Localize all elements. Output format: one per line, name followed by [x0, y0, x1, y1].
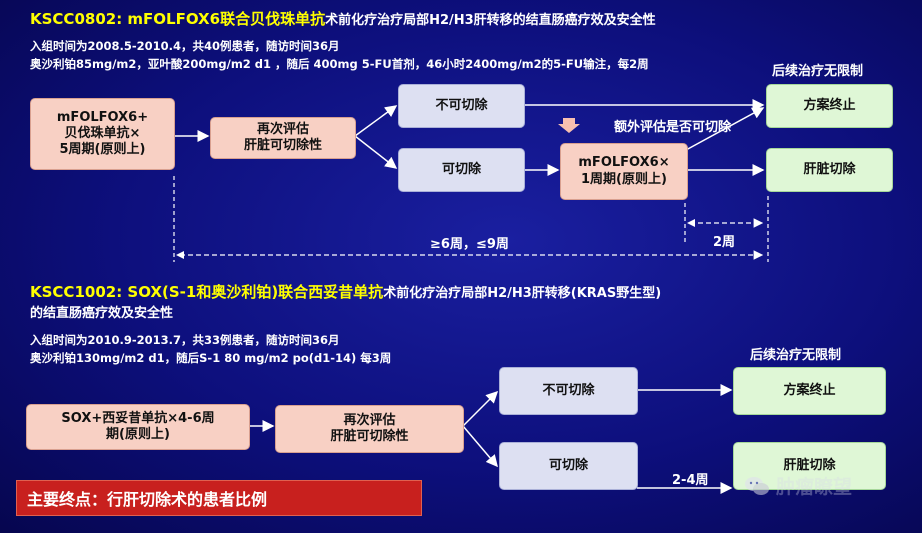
study1-title-main: KSCC0802: mFOLFOX6联合贝伐珠单抗	[30, 10, 326, 28]
study1-info-line1: 入组时间为2008.5-2010.4，共40例患者，随访时间36月	[30, 39, 340, 53]
study2-surgery-box: 肝脏切除	[733, 442, 886, 490]
watermark: 肿瘤瞭望	[744, 472, 852, 499]
study2-reassess-box: 再次评估肝脏可切除性	[275, 405, 464, 453]
study1-start-box: mFOLFOX6+贝伐珠单抗×5周期(原则上)	[30, 98, 175, 170]
study2-title-main: KSCC1002: SOX(S-1和奥沙利铂)联合西妥昔单抗	[30, 283, 384, 301]
study2-resectable-box: 可切除	[499, 442, 638, 490]
study1-info-line2: 奥沙利铂85mg/m2，亚叶酸200mg/m2 d1 ，随后 400mg 5-F…	[30, 57, 649, 71]
study2-title: KSCC1002: SOX(S-1和奥沙利铂)联合西妥昔单抗术前化疗治疗局部H2…	[30, 281, 661, 302]
watermark-text: 肿瘤瞭望	[776, 476, 853, 498]
study1-unresectable-box: 不可切除	[398, 84, 525, 128]
study1-title: KSCC0802: mFOLFOX6联合贝伐珠单抗术前化疗治疗局部H2/H3肝转…	[30, 8, 656, 29]
study2-start-box: SOX+西妥昔单抗×4-6周期(原则上)	[26, 404, 250, 450]
study2-title-line2-wrap: 的结直肠癌疗效及安全性	[30, 302, 173, 321]
wechat-icon	[745, 476, 769, 495]
study1-title-rest: 术前化疗治疗局部H2/H3肝转移的结直肠癌疗效及安全性	[325, 13, 656, 28]
study1-interval-label: ≥6周，≤9周	[430, 237, 509, 252]
study1-extra-assess-label: 额外评估是否可切除	[614, 120, 732, 135]
study1-end-box: 方案终止	[766, 84, 893, 128]
study2-unresectable-box: 不可切除	[499, 367, 638, 415]
study2-title-rest: 术前化疗治疗局部H2/H3肝转移(KRAS野生型)	[383, 286, 662, 301]
study2-later-therapy: 后续治疗无限制	[750, 348, 842, 363]
study2-info-line2: 奥沙利铂130mg/m2 d1，随后S-1 80 mg/m2 po(d1-14)…	[30, 351, 392, 365]
study1-surgery-box: 肝脏切除	[766, 148, 893, 192]
study2-info-line1: 入组时间为2010.9-2013.7，共33例患者，随访时间36月	[30, 333, 340, 347]
study1-later-therapy: 后续治疗无限制	[772, 64, 864, 79]
study2-end-box: 方案终止	[733, 367, 886, 415]
study1-two-week-label: 2周	[713, 235, 736, 250]
primary-endpoint-text: 主要终点：行肝切除术的患者比例	[27, 490, 268, 509]
primary-endpoint-banner: 主要终点：行肝切除术的患者比例	[16, 480, 422, 516]
study2-title-line2: 的结直肠癌疗效及安全性	[30, 306, 174, 321]
study1-reassess-box: 再次评估肝脏可切除性	[210, 117, 356, 159]
study1-extra-cycle-box: mFOLFOX6×1周期(原则上)	[560, 143, 688, 200]
study2-interval-label: 2-4周	[672, 473, 709, 488]
study1-resectable-box: 可切除	[398, 148, 525, 192]
